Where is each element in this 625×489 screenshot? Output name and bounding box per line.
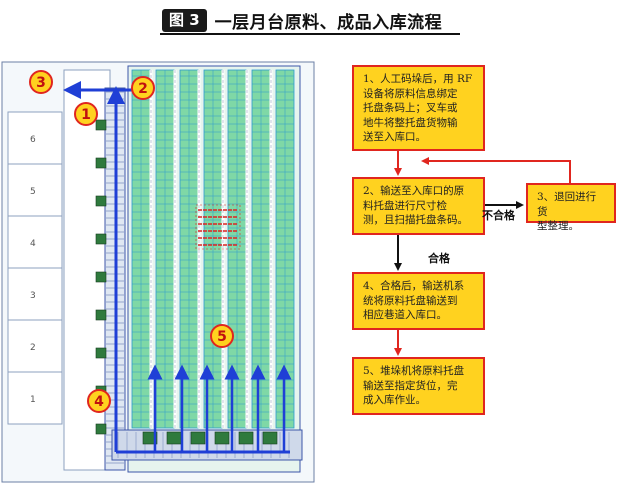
edge-step3-return [421, 157, 571, 183]
transfer-station [95, 195, 107, 207]
flow-step-3-line: 型整理。 [537, 220, 579, 232]
stacker-entry [262, 431, 278, 445]
flow-step-1-line: 地牛将整托盘货物输 [363, 116, 458, 129]
callout-circle [29, 70, 53, 94]
transfer-station [95, 119, 107, 131]
flow-step-4: 4、合格后，输送机系统将原料托盘输送到相应巷道入库口。 [352, 272, 485, 330]
flow-step-1-line: 送至入库口。 [363, 131, 426, 143]
callout-circle [131, 76, 155, 100]
flow-step-2-line: 测，且扫描托盘条码。 [363, 214, 468, 226]
callout-number: 3 [36, 75, 46, 91]
stacker-entry [190, 431, 206, 445]
bay-number: 3 [30, 291, 36, 301]
callout-number: 1 [81, 107, 91, 123]
process-flowchart: 1、人工码垛后，用 RF 设备将原料信息绑定托盘条码上；叉车或地牛将整托盘货物输送… [340, 55, 625, 475]
storage-racks [131, 69, 295, 429]
flow-step-1-line: 设备将原料信息绑定 [363, 87, 458, 100]
note-block [195, 204, 241, 250]
bottom-conveyor-units [117, 431, 290, 458]
flow-step-2: 2、输送至入库口的原料托盘进行尺寸检测，且扫描托盘条码。 [352, 177, 485, 235]
bay-cell [7, 163, 63, 217]
flow-step-4-line: 统将原料托盘输送到 [363, 294, 458, 307]
bay-cell [7, 215, 63, 269]
flow-step-5-line: 成入库作业。 [363, 394, 426, 406]
figure-title-bar: 图 3 一层月台原料、成品入库流程 [162, 8, 443, 33]
flow-step-5-line: 输送至指定货位，完 [363, 379, 458, 392]
callout-number: 5 [217, 329, 227, 345]
stacker-entry [238, 431, 254, 445]
loading-bays: 6 5 4 3 2 1 [7, 111, 63, 425]
transfer-station [95, 309, 107, 321]
flow-step-2-line: 2、输送至入库口的原 [363, 185, 465, 197]
figure-title: 一层月台原料、成品入库流程 [214, 12, 443, 33]
callout-number: 4 [94, 394, 104, 410]
callout-circle [87, 389, 111, 413]
flow-step-5: 5、堆垛机将原料托盘输送至指定货位，完成入库作业。 [352, 357, 485, 415]
callout-number: 2 [138, 81, 148, 97]
bay-number: 1 [30, 395, 36, 405]
bay-number: 5 [30, 187, 36, 197]
flowchart-connectors [394, 150, 571, 356]
figure-badge: 图 3 [162, 8, 207, 32]
flow-step-4-line: 相应巷道入库口。 [363, 309, 447, 321]
flow-step-5-line: 5、堆垛机将原料托盘 [363, 365, 465, 377]
warehouse-layout-svg: 6 5 4 3 2 1 1 2 3 4 5 [1, 61, 315, 483]
bay-cell [7, 319, 63, 373]
flow-step-1-line: 1、人工码垛后，用 RF [363, 73, 473, 85]
bay-number: 2 [30, 343, 36, 353]
transfer-station [95, 423, 107, 435]
title-underline [160, 33, 460, 35]
callout-circle [74, 102, 98, 126]
flow-step-3: 3、退回进行货型整理。 [526, 183, 616, 232]
flow-step-1: 1、人工码垛后，用 RF 设备将原料信息绑定托盘条码上；叉车或地牛将整托盘货物输送… [352, 65, 485, 151]
step-callouts: 1 2 3 4 5 [29, 70, 234, 413]
bay-cell [7, 111, 63, 165]
bay-number: 4 [30, 239, 36, 249]
stacker-entry [166, 431, 182, 445]
transfer-station [95, 233, 107, 245]
edge-label-pass: 合格 [428, 252, 450, 265]
edge-label-fail: 不合格 [482, 209, 515, 222]
transfer-station [95, 347, 107, 359]
transfer-station [95, 271, 107, 283]
warehouse-layout-drawing: 6 5 4 3 2 1 1 2 3 4 5 [0, 60, 318, 485]
flow-step-2-line: 料托盘进行尺寸检 [363, 199, 447, 212]
callout-circle [210, 324, 234, 348]
flow-step-4-line: 4、合格后，输送机系 [363, 280, 465, 292]
stacker-entry [214, 431, 230, 445]
flow-step-3-line: 3、退回进行货 [537, 191, 597, 218]
bay-number: 6 [30, 135, 36, 145]
flow-step-1-line: 托盘条码上；叉车或 [363, 102, 458, 114]
stacker-entry [142, 431, 158, 445]
aisle-arrows [147, 364, 292, 452]
transfer-station [95, 157, 107, 169]
bay-cell [7, 371, 63, 425]
